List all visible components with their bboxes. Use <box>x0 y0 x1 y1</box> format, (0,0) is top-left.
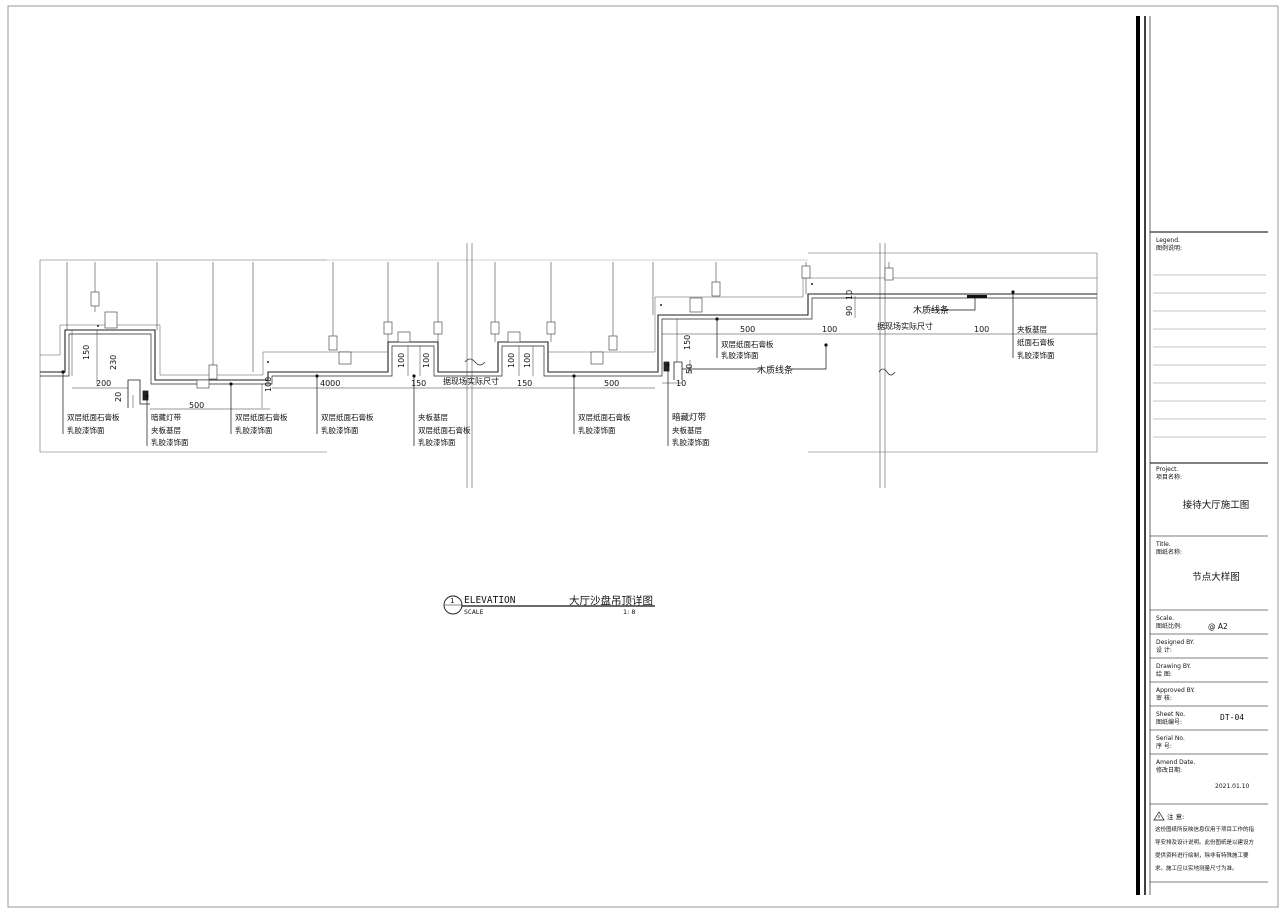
serial-label-en: Serial No. <box>1156 735 1185 742</box>
site-note-2: 据现场实际尺寸 <box>877 321 933 331</box>
amend-label-en: Amend Date. <box>1156 759 1196 766</box>
project-label-cn: 项目名称: <box>1156 473 1182 481</box>
dim-10: 10 <box>676 379 686 388</box>
callout-2-line-2: 夹板基层 <box>151 425 181 435</box>
sheet-label-cn: 图纸编号: <box>1156 718 1182 726</box>
caption-scale-label: SCALE <box>464 608 484 616</box>
site-note-1: 据现场实际尺寸 <box>443 376 499 386</box>
caption-number: 1 <box>450 597 454 605</box>
light-trough-right <box>673 361 683 380</box>
title-block: Legend. 图例说明: Project. 项目名称: Title. 图纸名称… <box>1136 16 1268 895</box>
callout-6-line-2: 乳胶漆饰面 <box>578 425 616 435</box>
project-label-en: Project. <box>1156 466 1179 473</box>
callout-leaders <box>62 292 1014 446</box>
callout-9-line-2: 纸面石膏板 <box>1017 337 1055 347</box>
view-frame-left <box>39 259 327 453</box>
dim-150-mid-b: 150 <box>517 379 532 388</box>
ceiling-profile-inner <box>40 297 1097 385</box>
amend-label-cn: 修改日期: <box>1156 766 1182 774</box>
wood-strip-label-1: 木质线条 <box>757 364 793 376</box>
scale-label-en: Scale. <box>1156 615 1174 622</box>
scale-label-cn: 图纸比例: <box>1156 622 1182 630</box>
view-frame-right <box>808 252 1098 453</box>
designed-label-cn: 设 计: <box>1156 646 1172 654</box>
callout-1-line-2: 乳胶漆饰面 <box>67 425 105 435</box>
dim-100-d: 100 <box>507 353 516 368</box>
drawing-caption: 1 ELEVATION SCALE 大厅沙盘吊顶详图 1: 8 <box>443 594 655 616</box>
callout-7-line-3: 乳胶漆饰面 <box>672 437 710 447</box>
dim-150-mid-a: 150 <box>411 379 426 388</box>
light-trough-left <box>127 379 150 408</box>
callout-1-line-1: 双层纸面石膏板 <box>67 412 120 422</box>
callout-5-line-2: 双层纸面石膏板 <box>418 425 471 435</box>
ceiling-section-drawing <box>39 243 1098 488</box>
callout-2-line-1: 暗藏灯带 <box>151 412 181 422</box>
legend-label-en: Legend. <box>1156 237 1180 244</box>
title-label-en: Title. <box>1155 541 1171 548</box>
dim-100-c: 100 <box>422 353 431 368</box>
dimension-lines <box>71 296 1097 410</box>
dim-20: 20 <box>114 392 123 402</box>
wood-strip-label-2: 木质线条 <box>913 304 949 316</box>
drawing-label-cn: 绘 图: <box>1156 670 1172 678</box>
dim-500-right: 500 <box>740 325 755 334</box>
scale-value: @ A2 <box>1208 622 1228 631</box>
sheet-label-en: Sheet No. <box>1156 711 1185 718</box>
title-value: 节点大样图 <box>1192 571 1240 583</box>
warning-triangle-icon <box>1153 811 1165 821</box>
dim-4000: 4000 <box>320 379 340 388</box>
legend-label-cn: 图例说明: <box>1156 244 1182 252</box>
dim-200: 200 <box>96 379 111 388</box>
callout-9-line-3: 乳胶漆饰面 <box>1017 350 1055 360</box>
callout-texts: 双层纸面石膏板 乳胶漆饰面 暗藏灯带 夹板基层 乳胶漆饰面 双层纸面石膏板 乳胶… <box>67 304 1055 447</box>
callout-8-line-1: 双层纸面石膏板 <box>721 339 774 349</box>
dim-90: 90 <box>845 306 854 316</box>
callout-7-line-1: 暗藏灯带 <box>672 412 707 423</box>
serial-label-cn: 序 号: <box>1156 742 1172 750</box>
callout-arrow-dots <box>61 290 1015 398</box>
callout-7-line-2: 夹板基层 <box>672 425 702 435</box>
dim-150-left: 150 <box>82 345 91 360</box>
notice-line-1: 这份图纸所反映信息仅用于项目工作的指 <box>1155 825 1255 833</box>
notice-line-3: 提供资料进行绘制，除非有特殊施工要 <box>1155 851 1249 859</box>
callout-8-line-2: 乳胶漆饰面 <box>721 350 759 360</box>
caption-elevation: ELEVATION <box>464 595 516 606</box>
dim-10-right: 10 <box>845 290 854 300</box>
approved-label-en: Approved BY. <box>1156 687 1195 694</box>
notice-line-4: 求。施工应以实地测量尺寸为准。 <box>1155 864 1238 872</box>
dim-500-mid: 500 <box>604 379 619 388</box>
dim-100-b: 100 <box>397 353 406 368</box>
title-label-cn: 图纸名称: <box>1156 548 1182 556</box>
dim-100-right-a: 100 <box>822 325 837 334</box>
drawing-label-en: Drawing BY. <box>1156 663 1191 670</box>
dim-150-right: 150 <box>683 335 692 350</box>
dimension-texts: 150 230 200 20 500 100 4000 100 100 150 … <box>82 290 989 410</box>
callout-9-line-1: 夹板基层 <box>1017 324 1047 334</box>
caption-title: 大厅沙盘吊顶详图 <box>569 594 653 607</box>
callout-5-line-3: 乳胶漆饰面 <box>418 437 456 447</box>
callout-3-line-2: 乳胶漆饰面 <box>235 425 273 435</box>
approved-label-cn: 审 核: <box>1156 694 1172 702</box>
dim-100-right-b: 100 <box>974 325 989 334</box>
callout-6-line-1: 双层纸面石膏板 <box>578 412 631 422</box>
caption-scale-value: 1: 8 <box>623 608 636 616</box>
callout-2-line-3: 乳胶漆饰面 <box>151 437 189 447</box>
callout-5-line-1: 夹板基层 <box>418 412 448 422</box>
designed-label-en: Designed BY. <box>1156 639 1194 646</box>
amend-value: 2021.01.10 <box>1215 783 1250 790</box>
sheet-value: DT-04 <box>1220 713 1244 722</box>
dim-230: 230 <box>109 355 118 370</box>
dim-500-left: 500 <box>189 401 204 410</box>
dim-100-e: 100 <box>523 353 532 368</box>
callout-3-line-1: 双层纸面石膏板 <box>235 412 288 422</box>
callout-4-line-2: 乳胶漆饰面 <box>321 425 359 435</box>
notice-line-2: 导安排及设计说明。此份图纸是以建设方 <box>1155 838 1255 846</box>
notice-title: 注 意: <box>1167 812 1184 821</box>
sheet-border <box>7 5 1279 908</box>
ceiling-profile-outer <box>40 293 1097 381</box>
dim-100-a: 100 <box>264 377 273 392</box>
callout-4-line-1: 双层纸面石膏板 <box>321 412 374 422</box>
project-name: 接待大厅施工图 <box>1183 499 1250 511</box>
